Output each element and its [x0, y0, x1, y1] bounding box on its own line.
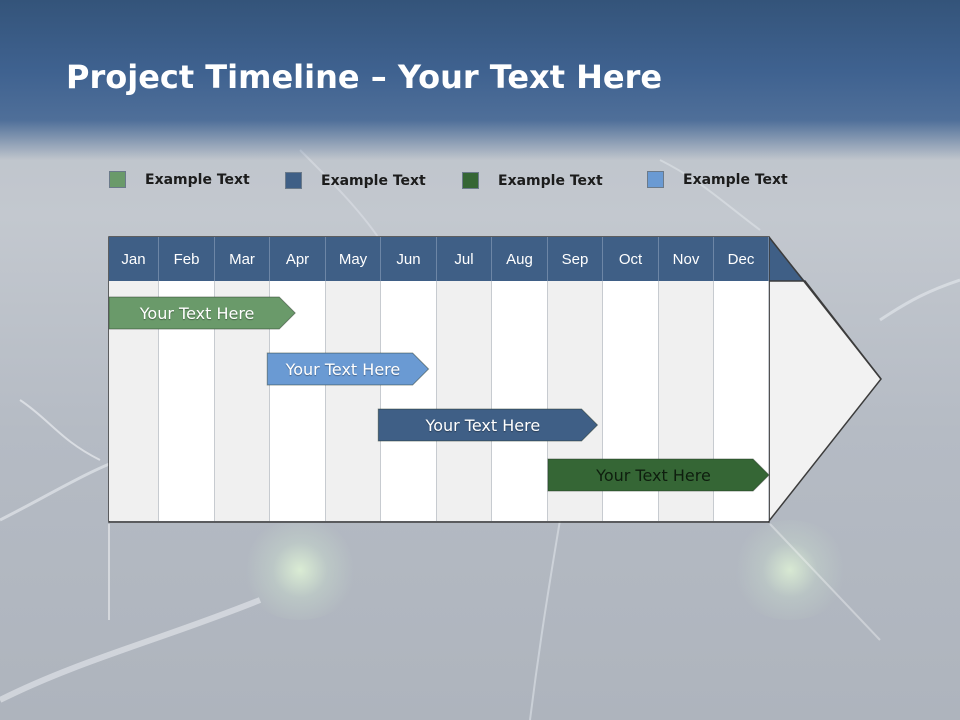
- month-header-aug: Aug: [492, 237, 548, 281]
- timeline-bar: [108, 296, 296, 330]
- month-header-may: May: [326, 237, 381, 281]
- month-column: [437, 281, 492, 521]
- legend-item: Example Text: [285, 172, 426, 189]
- month-header-mar: Mar: [215, 237, 270, 281]
- legend-item: Example Text: [647, 171, 788, 188]
- timeline-bar: [547, 458, 770, 492]
- legend-item: Example Text: [462, 172, 603, 189]
- title-rest-text: – Your Text Here: [359, 58, 663, 96]
- month-header-oct: Oct: [603, 237, 659, 281]
- month-header-jun: Jun: [381, 237, 437, 281]
- month-header-jan: Jan: [109, 237, 159, 281]
- legend-swatch: [647, 171, 664, 188]
- legend-swatch: [462, 172, 479, 189]
- month-header-sep: Sep: [548, 237, 603, 281]
- month-header-nov: Nov: [659, 237, 714, 281]
- timeline-bar-label: Your Text Here: [596, 465, 711, 485]
- timeline-bar-label: Your Text Here: [285, 359, 401, 379]
- title-band: [0, 0, 960, 160]
- month-column: [381, 281, 437, 521]
- page-title: Project Timeline – Your Text Here: [66, 58, 662, 96]
- month-column: [326, 281, 381, 521]
- timeline-bar: [266, 352, 430, 386]
- legend-label: Example Text: [321, 172, 426, 189]
- timeline-bar: [377, 408, 599, 442]
- title-bold-text: Project Timeline: [66, 58, 360, 96]
- month-header-feb: Feb: [159, 237, 215, 281]
- legend-swatch: [285, 172, 302, 189]
- legend-label: Example Text: [683, 171, 788, 188]
- legend-label: Example Text: [498, 172, 603, 189]
- timeline-bar-label: Your Text Here: [139, 303, 255, 323]
- timeline-bar-label: Your Text Here: [425, 415, 541, 435]
- legend-item: Example Text: [109, 171, 250, 188]
- legend-label: Example Text: [145, 171, 250, 188]
- legend-swatch: [109, 171, 126, 188]
- month-header-apr: Apr: [270, 237, 326, 281]
- month-header-jul: Jul: [437, 237, 492, 281]
- month-header-dec: Dec: [714, 237, 769, 281]
- month-column: [492, 281, 548, 521]
